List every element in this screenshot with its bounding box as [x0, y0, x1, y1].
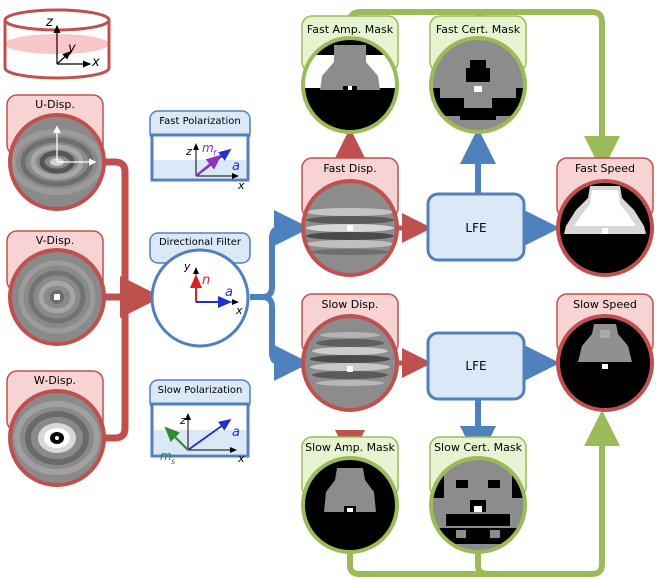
slow-disp-image — [303, 316, 397, 410]
fastpol-z-label: z — [185, 145, 192, 158]
slow-disp-node: Slow Disp. — [301, 293, 399, 412]
lfe-slow-label: LFE — [465, 359, 486, 373]
slowpol-z-label: z — [179, 414, 186, 427]
slow-speed-image — [558, 316, 652, 410]
fast-disp-node: Fast Disp. — [301, 157, 399, 277]
w-disp-node: W-Disp. — [6, 370, 106, 487]
u-disp-node: U-Disp. — [6, 94, 106, 211]
slow-amp-mask-title: Slow Amp. Mask — [305, 441, 395, 454]
fast-polarization-node: Fast Polarization z x m f a — [149, 110, 251, 192]
w-disp-title: W-Disp. — [34, 374, 76, 387]
directional-filter-node: Directional Filter y x n a — [149, 232, 251, 348]
dirfilter-x-label: x — [235, 304, 243, 317]
fast-polarization-title: Fast Polarization — [159, 116, 240, 127]
cyl-z-label: z — [45, 15, 54, 30]
fastpol-a-label: a — [232, 159, 240, 174]
slow-cert-mask-title: Slow Cert. Mask — [434, 441, 523, 454]
directional-filter-title: Directional Filter — [159, 237, 242, 248]
fast-disp-title: Fast Disp. — [323, 162, 376, 175]
v-disp-title: V-Disp. — [36, 234, 75, 247]
dirfilter-n-label: n — [202, 273, 210, 288]
fast-speed-image — [558, 181, 652, 275]
fast-cert-mask-node: Fast Cert. Mask — [429, 15, 527, 134]
fastpol-f-sub: f — [213, 149, 217, 158]
slowpol-m-label: m — [160, 449, 172, 463]
slowpol-s-sub: s — [171, 457, 175, 466]
slow-polarization-node: Slow Polarization z x m s a — [149, 379, 251, 466]
slow-polarization-title: Slow Polarization — [158, 385, 243, 396]
fast-speed-title: Fast Speed — [575, 162, 635, 175]
slow-amp-mask-node: Slow Amp. Mask — [301, 436, 399, 554]
cyl-y-label: y — [67, 41, 76, 56]
dirfilter-y-label: y — [183, 260, 191, 273]
fast-cert-mask-image — [431, 38, 525, 132]
red-connectors — [104, 158, 162, 442]
w-disp-image — [10, 391, 104, 485]
slow-disp-title: Slow Disp. — [322, 298, 379, 311]
cylinder-illustration: z y x — [3, 8, 111, 80]
lfe-slow-node: LFE — [426, 331, 526, 401]
fastpol-x-label: x — [237, 179, 245, 192]
cyl-x-label: x — [91, 55, 100, 70]
slowpol-a-label: a — [232, 425, 240, 440]
fast-amp-mask-node: Fast Amp. Mask — [301, 15, 399, 134]
blue-connectors — [250, 128, 560, 462]
u-disp-image — [10, 115, 104, 209]
fast-amp-mask-title: Fast Amp. Mask — [307, 23, 394, 36]
slow-cert-mask-image — [431, 458, 525, 552]
lfe-fast-label: LFE — [465, 221, 486, 235]
slowpol-x-label: x — [237, 452, 245, 465]
slow-cert-mask-node: Slow Cert. Mask — [429, 436, 527, 554]
fast-cert-mask-title: Fast Cert. Mask — [436, 23, 521, 36]
slow-speed-node: Slow Speed — [556, 293, 654, 412]
slow-amp-mask-image — [303, 458, 397, 552]
fast-amp-mask-image — [303, 38, 397, 132]
slow-speed-title: Slow Speed — [573, 298, 637, 311]
fastpol-m-label: m — [202, 141, 214, 155]
fast-disp-image — [303, 181, 397, 275]
dirfilter-a-label: a — [225, 285, 233, 300]
v-disp-node: V-Disp. — [6, 230, 106, 346]
lfe-fast-node: LFE — [426, 192, 526, 262]
fast-speed-node: Fast Speed — [556, 157, 654, 277]
u-disp-title: U-Disp. — [35, 98, 75, 111]
v-disp-image — [10, 250, 104, 344]
